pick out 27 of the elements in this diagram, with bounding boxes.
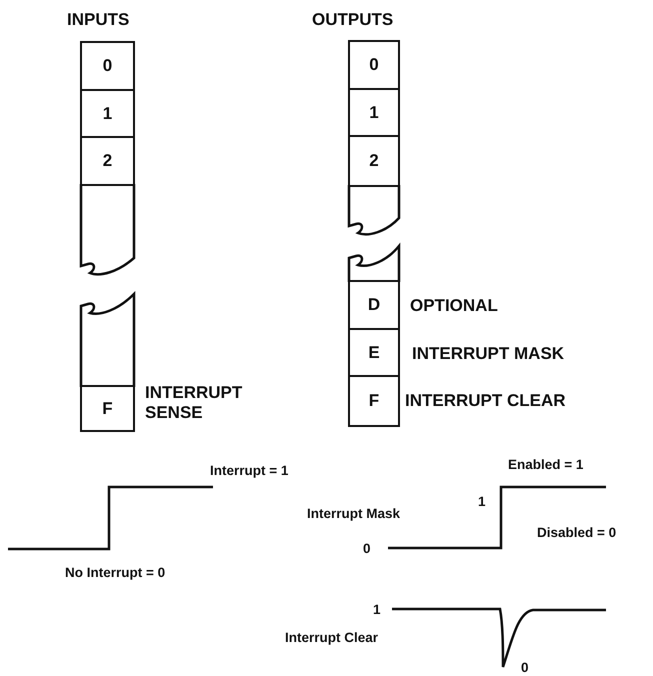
register-cell: 2 [80,136,135,186]
signal-label: Enabled = 1 [508,457,584,472]
register-cell: F [348,375,400,427]
column-heading: INPUTS [67,10,130,30]
level-label: 1 [373,602,381,617]
register-bit-label: INTERRUPT CLEAR [405,391,567,411]
empty-register-cell [348,244,400,282]
register-bit-label: INTERRUPT SENSE [145,383,244,423]
signal-label: No Interrupt = 0 [65,565,166,580]
level-label: 0 [521,660,529,675]
register-cell: F [80,385,135,432]
level-label: 0 [363,541,371,556]
register-cell: E [348,328,400,377]
register-cell: 1 [80,89,135,138]
signal-label: Interrupt = 1 [210,463,288,478]
register-cell: 0 [348,40,400,90]
register-cell: D [348,280,400,330]
register-bit-label: INTERRUPT MASK [412,344,566,364]
signal-label: Interrupt Clear [285,630,378,645]
signal-label: Disabled = 0 [537,525,616,540]
column-heading: OUTPUTS [312,10,394,30]
register-cell: 2 [348,135,400,187]
register-bit-label: OPTIONAL [410,296,499,316]
register-cell: 0 [80,41,135,91]
register-cell: 1 [348,88,400,137]
level-label: 1 [478,494,486,509]
signal-label: Interrupt Mask [307,506,400,521]
